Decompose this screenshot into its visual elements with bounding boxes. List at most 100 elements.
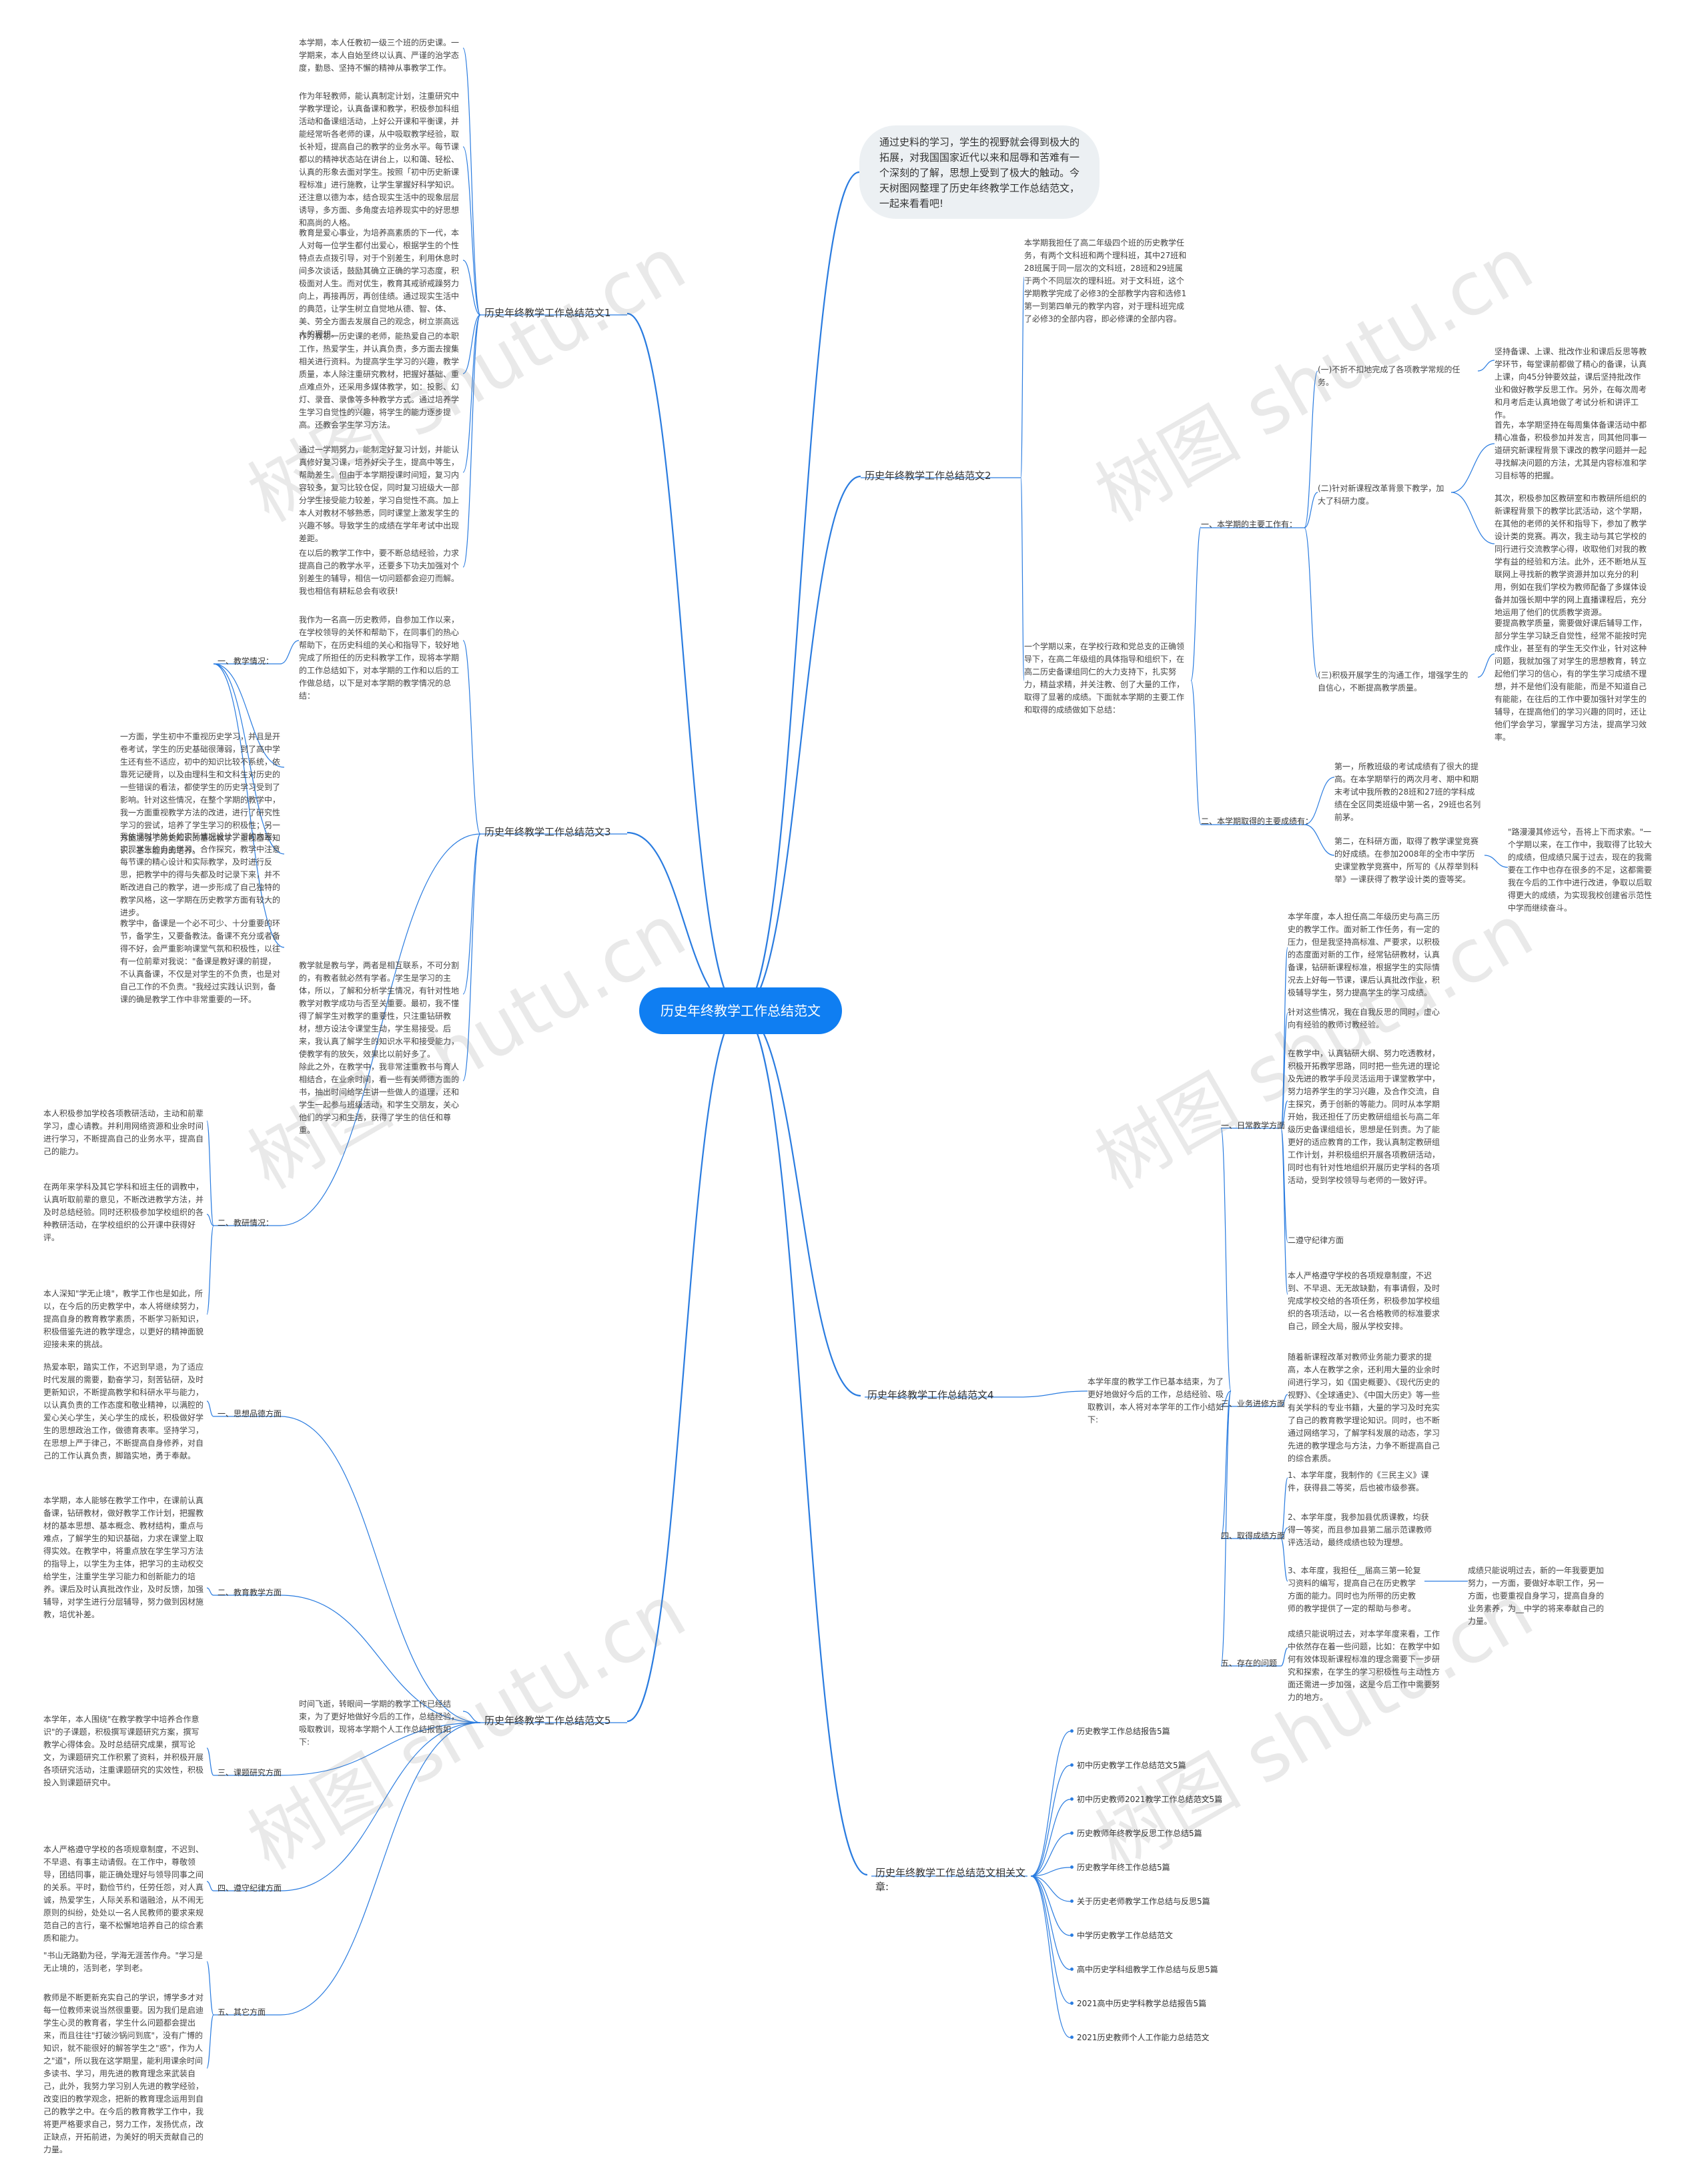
b2-level2-1[interactable]: (一)不折不扣地完成了各项教学常规的任务。 xyxy=(1318,365,1460,387)
connector-line xyxy=(462,640,481,835)
b2-intro-2: 一个学期以来，在学校行政和党总支的正确领导下，在高二年级组的具体指导和组织下，在… xyxy=(1024,642,1185,715)
connector-line xyxy=(1030,1875,1071,1936)
connector-line xyxy=(1280,1100,1288,1129)
bullet-icon xyxy=(1070,1831,1074,1835)
b5-para-2: 本学期，本人能够在教学工作中，在课前认真备课，钻研教材，做好教学工作计划，把握教… xyxy=(43,1496,204,1619)
root-topic[interactable]: 历史年终教学工作总结范文 xyxy=(639,987,842,1034)
connector-line xyxy=(626,312,741,1012)
b5-level1-4[interactable]: 四、遵守纪律方面 xyxy=(218,1883,282,1893)
b2-level1-b[interactable]: 二、本学期取得的主要成绩有： xyxy=(1201,817,1314,826)
branch-6-label[interactable]: 历史年终教学工作总结范文相关文章: xyxy=(875,1867,1026,1893)
b4-intro: 本学年度的教学工作已基本结束，为了更好地做好今后的工作，总结经验、吸取教训，本人… xyxy=(1088,1377,1224,1424)
connector-line xyxy=(1020,477,1025,681)
connector-line xyxy=(1450,443,1495,493)
connector-line xyxy=(1280,1477,1288,1539)
intro-node[interactable]: 通过史料的学习，学生的视野就会得到极大的拓展，对我国国家近代以来和屈辱和苦难有一… xyxy=(859,125,1100,219)
connector-line xyxy=(462,314,481,374)
b4-achievement-3: 3、本年度，我担任__届高三第一轮复习资料的编写，提高自己在历史教学方面的能力。… xyxy=(1288,1566,1421,1613)
connector-line xyxy=(1030,1875,1071,2004)
b4-para-5: 本人严格遵守学校的各项规章制度，不迟到、不早退、无无故缺勤，有事请假，及时完成学… xyxy=(1288,1271,1440,1331)
bullet-icon xyxy=(1070,1968,1074,1971)
branch-5-label[interactable]: 历史年终教学工作总结范文5 xyxy=(484,1715,611,1727)
b5-para-3: 本学年，本人围绕"在教学教学中培养合作意识"的子课题，积极撰写课题研究方案，撰写… xyxy=(43,1715,204,1787)
branch-3-label[interactable]: 历史年终教学工作总结范文3 xyxy=(484,826,611,838)
b3-para-9: 本人深知"学无止境"，教学工作也是如此，所以，在今后的历史教学中，本人将继续努力… xyxy=(43,1289,204,1349)
connector-line xyxy=(1220,1128,1232,1392)
b1-para-3: 教育是爱心事业，为培养高素质的下一代，本人对每一位学生都付出爱心，根据学生的个性… xyxy=(299,228,460,339)
b2-achievement-1: 第一，所教班级的考试成绩有了很大的提高。在本学期举行的两次月考、期中和期末考试中… xyxy=(1334,762,1481,822)
branch-2-label[interactable]: 历史年终教学工作总结范文2 xyxy=(865,470,991,482)
related-article-link[interactable]: 初中历史教学工作总结范文5篇 xyxy=(1077,1761,1186,1770)
b5-level1-3[interactable]: 三、课题研究方面 xyxy=(218,1768,282,1777)
connector-line xyxy=(280,1722,481,1891)
connector-line xyxy=(1304,777,1335,825)
b4-level1-3[interactable]: 三、业务进修方面 xyxy=(1221,1399,1286,1408)
b5-level1-2[interactable]: 二、教育教学方面 xyxy=(218,1588,282,1597)
b3-level1-1[interactable]: 一、教学情况： xyxy=(218,657,274,666)
b4-level1-5[interactable]: 五、存在的问题 xyxy=(1221,1659,1278,1668)
related-article-link[interactable]: 历史教师年终教学反思工作总结5篇 xyxy=(1077,1829,1202,1838)
b5-level1-1[interactable]: 一、思想品德方面 xyxy=(218,1409,282,1418)
connector-line xyxy=(1030,1765,1071,1877)
b4-level1-4[interactable]: 四、取得成绩方面 xyxy=(1221,1531,1286,1541)
connector-line xyxy=(626,831,741,1012)
connector-line xyxy=(1280,1128,1288,1295)
connector-line xyxy=(1280,947,1288,1129)
b2-level1-a[interactable]: 一、本学期的主要工作有： xyxy=(1201,520,1298,529)
connector-line xyxy=(280,1416,481,1723)
b2-leaf-3: 要提高教学质量，需要做好课后辅导工作，部分学生学习缺乏自觉性，经常不能按时完成作… xyxy=(1494,618,1647,742)
related-article-link[interactable]: 历史教学工作总结报告5篇 xyxy=(1077,1727,1170,1736)
branch-4-label[interactable]: 历史年终教学工作总结范文4 xyxy=(867,1389,994,1401)
connector-line xyxy=(1190,680,1202,825)
connector-line xyxy=(1280,1527,1288,1539)
branch-1-label[interactable]: 历史年终教学工作总结范文1 xyxy=(484,307,611,319)
connector-line xyxy=(1017,1390,1088,1398)
b1-para-1: 本学期，本人任教初一级三个班的历史课。一学期来，本人自始至终以认真、严谨的治学态… xyxy=(299,38,460,73)
connector-line xyxy=(213,663,285,948)
connector-line xyxy=(462,314,481,568)
connector-line xyxy=(206,1214,214,1226)
connector-line xyxy=(1304,824,1335,856)
connector-line xyxy=(206,1225,214,1315)
b1-para-4: 作为教初一历史课的老师，能热爱自己的本职工作，热爱学生，并认真负责，多方面去搜集… xyxy=(299,332,460,430)
b2-leaf-1: 坚持备课、上课、批改作业和课后反思等教学环节，每堂课前都做了精心的备课，认真上课… xyxy=(1494,347,1647,420)
related-article-link[interactable]: 初中历史教师2021教学工作总结范文5篇 xyxy=(1077,1795,1223,1804)
b3-level1-2[interactable]: 二、教研情况： xyxy=(218,1218,274,1228)
connector-line xyxy=(1304,492,1318,528)
b4-para-2: 针对这些情况，我在自我反思的同时，虚心向有经验的教师讨教经验。 xyxy=(1288,1007,1440,1029)
b4-level1-1[interactable]: 一、日常教学方面 xyxy=(1221,1121,1286,1130)
connector-line xyxy=(1484,855,1509,868)
connector-line xyxy=(462,833,481,1081)
connector-line xyxy=(1220,1390,1232,1407)
connector-line xyxy=(1477,360,1495,372)
related-article-link[interactable]: 中学历史教学工作总结范文 xyxy=(1077,1931,1174,1940)
b4-para-1: 本学年度，本人担任高二年级历史与高三历史的教学工作。面对新工作任务，有一定的压力… xyxy=(1288,912,1440,997)
connector-line xyxy=(462,1711,481,1723)
related-article-link[interactable]: 历史教学年终工作总结5篇 xyxy=(1077,1863,1170,1872)
b5-para-4: 本人严格遵守学校的各项规章制度，不迟到、不早退、有事主动请假。在工作中，尊敬领导… xyxy=(43,1845,204,1943)
connector-line xyxy=(1280,1012,1288,1129)
b2-leaf-2b: 其次，积极参加区教研室和市教研所组织的新课程背景下的教学比武活动，这个学期，在其… xyxy=(1494,494,1647,617)
b1-para-2: 作为年轻教师，能认真制定计划，注重研究中学教学理论，认真备课和教学，积极参加科组… xyxy=(299,91,460,228)
related-article-link[interactable]: 2021高中历史学科教学总结报告5篇 xyxy=(1077,1999,1207,2008)
connector-line xyxy=(462,47,481,316)
connector-line xyxy=(206,1881,214,1891)
b4-para-4: 二遵守纪律方面 xyxy=(1288,1236,1344,1245)
b4-achievement-3-leaf: 成绩只能说明过去，新的一年我要更加努力，一方面，要做好本职工作，另一方面，也要重… xyxy=(1468,1566,1605,1626)
b2-level2-3[interactable]: (三)积极开展学生的沟通工作，增强学生的自信心，不断提高教学质量。 xyxy=(1318,671,1468,693)
b3-para-7: 本人积极参加学校各项教研活动，主动和前辈学习，虚心请教。并利用网络资源和业余时间… xyxy=(43,1109,204,1156)
b5-intro: 时间飞逝，转眼间一学期的教学工作已经结束，为了更好地做好今后的工作，总结经验，吸… xyxy=(299,1699,460,1747)
connector-line xyxy=(206,2014,214,2069)
related-article-link[interactable]: 关于历史老师教学工作总结与反思5篇 xyxy=(1077,1897,1210,1906)
bullet-icon xyxy=(1070,1797,1074,1801)
connector-line xyxy=(1030,1867,1071,1877)
related-article-link[interactable]: 2021历史教师个人工作能力总结范文 xyxy=(1077,2033,1210,2042)
related-article-link[interactable]: 高中历史学科组教学工作总结与反思5篇 xyxy=(1077,1965,1218,1974)
connector-line xyxy=(626,1009,741,1723)
b5-level1-5[interactable]: 五、其它方面 xyxy=(218,2008,266,2017)
connector-line xyxy=(1030,1731,1071,1877)
connector-line xyxy=(740,475,861,1012)
b2-level2-2[interactable]: (二)针对新课程改革背景下教学，加大了科研力度。 xyxy=(1318,484,1444,506)
bullet-icon xyxy=(1070,1933,1074,1937)
